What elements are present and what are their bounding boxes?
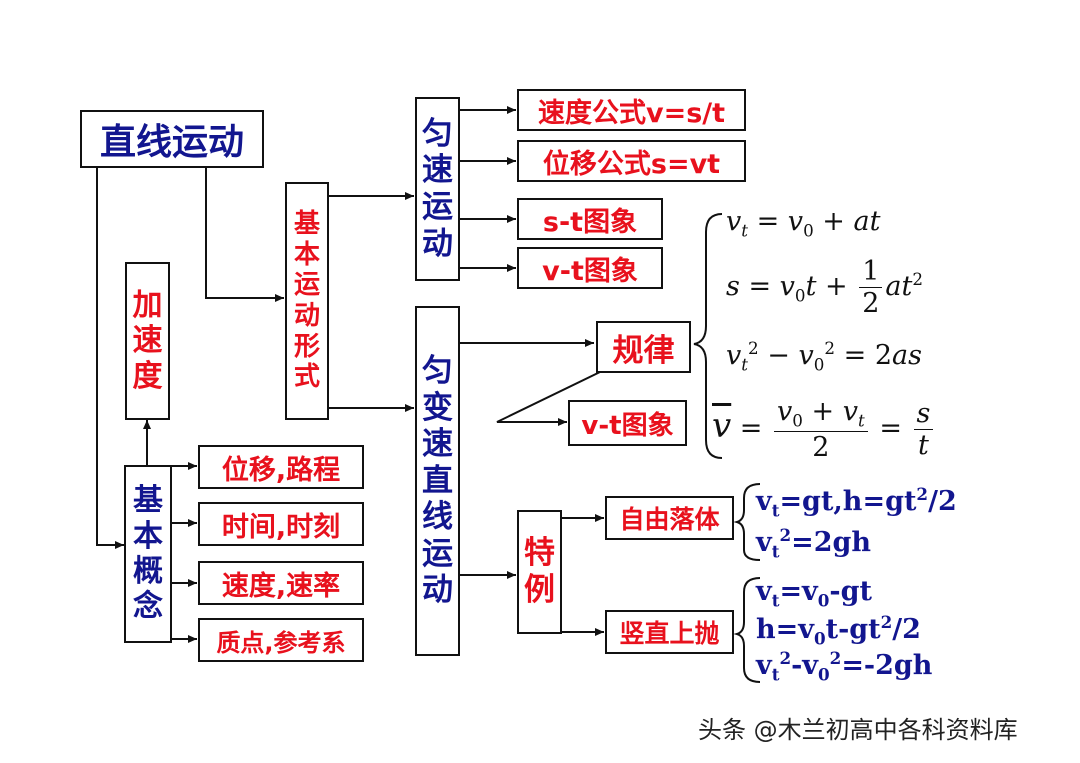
glyph: 直 [422,462,453,499]
watermark: 头条 @木兰初高中各科资料库 [698,716,1018,744]
uniform-item-label: 位移公式s=vt [542,148,721,180]
glyph: 运 [422,535,453,572]
formula-velocity-time: vt = v0 + at [726,206,881,241]
accelerated-vt-graph-label: v-t图象 [581,410,674,441]
concept-group-label: 基本概念 [133,483,163,625]
formula-velocity-displacement: vt2 − v02 = 2as [726,338,922,375]
glyph: 例 [524,572,555,608]
concept-item-label: 速度,速率 [221,570,341,602]
concept-item-label: 位移,路程 [221,454,341,486]
glyph: 运 [293,270,320,301]
special-cases-box: 特例 [517,510,562,634]
glyph: 形 [293,331,320,362]
glyph: 速 [422,152,453,189]
glyph: 线 [422,499,453,536]
concept-group-box: 基本概念 [124,465,172,643]
glyph: 本 [293,239,320,270]
uniform-item-vt-graph: v-t图象 [517,247,663,289]
uniform-motion-box: 匀速运动 [415,97,460,281]
glyph: 匀 [422,352,453,389]
glyph: 概 [133,554,163,589]
laws-box: 规律 [596,321,691,373]
glyph: 本 [133,518,163,554]
glyph: 特 [524,535,555,572]
glyph: 基 [133,483,163,519]
concept-item-particle: 质点,参考系 [198,618,364,662]
glyph: 度 [132,358,163,394]
root-label: 直线运动 [99,122,244,163]
special-cases-label: 特例 [524,535,555,608]
accelerated-motion-box: 匀变速直线运动 [415,306,460,656]
motion-forms-box: 基本运动形式 [285,182,329,420]
concept-item-time: 时间,时刻 [198,502,364,546]
motion-forms-label: 基本运动形式 [294,209,320,393]
glyph: 加 [132,287,163,323]
concept-item-displacement: 位移,路程 [198,445,364,489]
formula-free-fall-2: vt2=2gh [756,525,872,562]
acceleration-label: 加速度 [133,288,163,394]
formula-free-fall-1: vt=gt,h=gt2/2 [756,484,957,521]
uniform-item-label: s-t图象 [542,206,638,238]
uniform-item-label: v-t图象 [542,255,638,287]
concept-item-label: 质点,参考系 [216,628,346,657]
uniform-item-velocity-formula: 速度公式v=s/t [517,89,746,131]
glyph: 运 [422,189,453,225]
acceleration-box: 加速度 [125,262,170,420]
laws-label: 规律 [612,332,675,369]
free-fall-label: 自由落体 [619,505,720,534]
uniform-item-st-graph: s-t图象 [517,198,663,240]
glyph: 式 [293,362,320,393]
vertical-throw-box: 竖直上抛 [605,610,734,654]
glyph: 变 [422,389,453,426]
vertical-throw-label: 竖直上抛 [619,619,720,648]
concept-item-label: 时间,时刻 [221,511,341,543]
accelerated-vt-graph-box: v-t图象 [568,400,687,446]
accelerated-motion-label: 匀变速直线运动 [422,353,453,609]
root-box: 直线运动 [80,110,264,168]
uniform-item-label: 速度公式v=s/t [537,97,726,129]
glyph: 动 [422,572,453,609]
glyph: 基 [293,208,320,239]
formula-vertical-throw-1: vt=v0-gt [756,576,872,611]
glyph: 动 [293,301,320,331]
formula-vertical-throw-3: vt2-v02=-2gh [756,648,933,685]
uniform-motion-label: 匀速运动 [422,116,453,262]
glyph: 动 [422,225,453,262]
uniform-item-displacement-formula: 位移公式s=vt [517,140,746,182]
concept-item-speed: 速度,速率 [198,561,364,605]
free-fall-box: 自由落体 [605,496,734,540]
glyph: 速 [422,426,453,463]
glyph: 念 [133,589,163,625]
formula-vertical-throw-2: h=v0t-gt2/2 [756,612,921,649]
glyph: 匀 [422,115,453,152]
glyph: 速 [132,323,163,359]
